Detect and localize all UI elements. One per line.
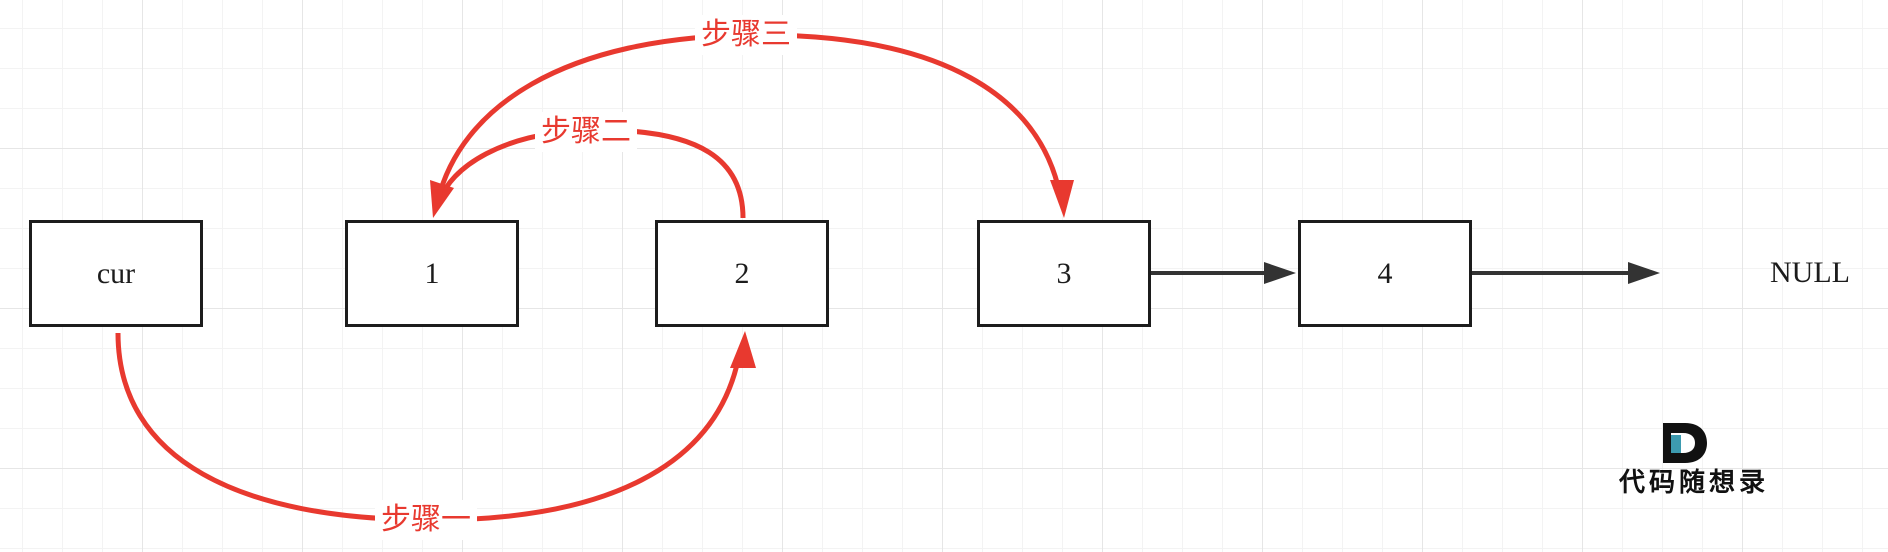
node-1-label: 1 xyxy=(424,256,440,290)
node-cur: cur xyxy=(29,220,203,327)
step-1-label: 步骤一 xyxy=(375,500,477,540)
next-arrowhead-3-to-4 xyxy=(1264,262,1296,284)
logo-text: 代码随想录 xyxy=(1618,468,1769,498)
node-3-label: 3 xyxy=(1056,256,1072,290)
node-2: 2 xyxy=(655,220,829,327)
step-3-arrowhead xyxy=(1050,180,1074,218)
next-arrowhead-4-to-null xyxy=(1628,262,1660,284)
node-4-label: 4 xyxy=(1377,256,1393,290)
node-1: 1 xyxy=(345,220,519,327)
node-4: 4 xyxy=(1298,220,1472,327)
null-label: NULL xyxy=(1770,256,1850,289)
node-3: 3 xyxy=(977,220,1151,327)
step-3-label: 步骤三 xyxy=(695,15,797,55)
step-1-arrow xyxy=(115,332,743,523)
logo: 代码随想录 xyxy=(1604,415,1784,505)
node-cur-label: cur xyxy=(96,256,136,290)
node-2-label: 2 xyxy=(734,256,750,290)
step-1-arrowhead xyxy=(730,331,756,368)
step-2-label: 步骤二 xyxy=(535,112,637,152)
step-2-arrowhead xyxy=(430,180,454,218)
step-3-arrow xyxy=(435,32,1063,201)
logo-d-icon xyxy=(1663,423,1707,463)
